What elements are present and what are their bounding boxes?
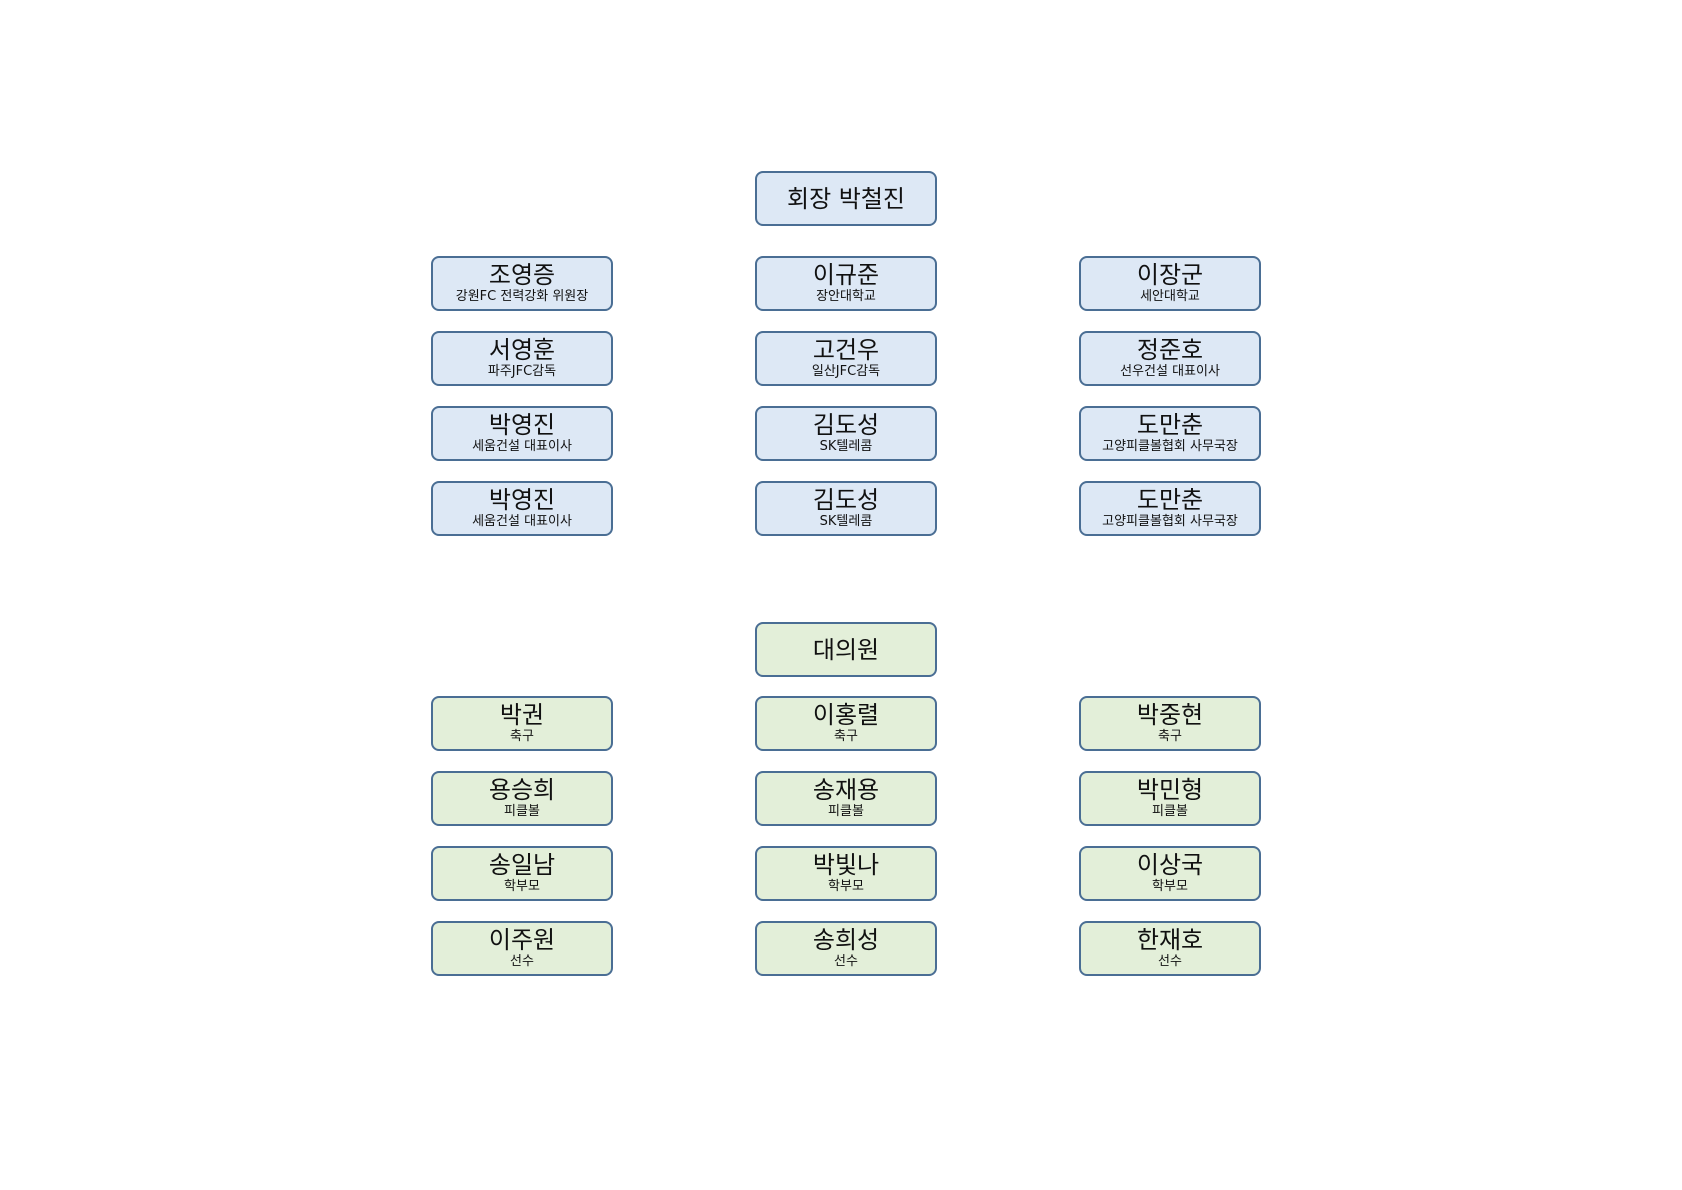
member-name: 이장군 [1136, 261, 1204, 289]
member-affiliation: SK텔레콤 [819, 514, 873, 529]
member-field: 학부모 [504, 879, 540, 894]
member-affiliation: 일산JFC감독 [811, 364, 881, 379]
member-name: 이홍렬 [812, 701, 880, 729]
member-name: 이상국 [1136, 851, 1204, 879]
member-name: 송재용 [812, 776, 880, 804]
member-name: 송희성 [812, 926, 880, 954]
member-name: 도만춘 [1136, 486, 1204, 514]
member-affiliation: 세움건설 대표이사 [472, 514, 572, 529]
member-field: 학부모 [828, 879, 864, 894]
member-name: 한재호 [1136, 926, 1204, 954]
member-name: 고건우 [812, 336, 880, 364]
chairman-box: 회장 박철진 [755, 171, 937, 226]
member-field: 선수 [834, 954, 858, 969]
member-field: 학부모 [1152, 879, 1188, 894]
member-field: 축구 [510, 729, 534, 744]
member-name: 서영훈 [488, 336, 556, 364]
member-affiliation: 선우건설 대표이사 [1120, 364, 1220, 379]
member-name: 용승희 [488, 776, 556, 804]
member-name: 도만춘 [1136, 411, 1204, 439]
member-affiliation: 세안대학교 [1140, 289, 1200, 304]
member-affiliation: SK텔레콤 [819, 439, 873, 454]
chairman-title: 회장 박철진 [786, 184, 906, 213]
member-field: 피클볼 [1152, 804, 1188, 819]
member-affiliation: 파주JFC감독 [487, 364, 557, 379]
member-name: 박영진 [488, 486, 556, 514]
member-field: 피클볼 [828, 804, 864, 819]
member-name: 조영증 [488, 261, 556, 289]
member-name: 정준호 [1136, 336, 1204, 364]
member-affiliation: 세움건설 대표이사 [472, 439, 572, 454]
member-name: 박권 [499, 701, 545, 729]
member-affiliation: 강원FC 전력강화 위원장 [455, 289, 589, 304]
member-name: 김도성 [812, 411, 880, 439]
member-name: 박빛나 [812, 851, 880, 879]
member-field: 선수 [510, 954, 534, 969]
member-name: 이주원 [488, 926, 556, 954]
member-field: 축구 [1158, 729, 1182, 744]
member-name: 박민형 [1136, 776, 1204, 804]
member-field: 피클볼 [504, 804, 540, 819]
member-affiliation: 고양피클볼협회 사무국장 [1102, 439, 1238, 454]
delegates-title: 대의원 [812, 635, 880, 664]
member-name: 송일남 [488, 851, 556, 879]
member-name: 박영진 [488, 411, 556, 439]
member-field: 선수 [1158, 954, 1182, 969]
member-name: 박중현 [1136, 701, 1204, 729]
member-field: 축구 [834, 729, 858, 744]
member-name: 김도성 [812, 486, 880, 514]
member-name: 이규준 [812, 261, 880, 289]
delegates-header-box: 대의원 [755, 622, 937, 677]
member-affiliation: 고양피클볼협회 사무국장 [1102, 514, 1238, 529]
member-affiliation: 장안대학교 [816, 289, 876, 304]
